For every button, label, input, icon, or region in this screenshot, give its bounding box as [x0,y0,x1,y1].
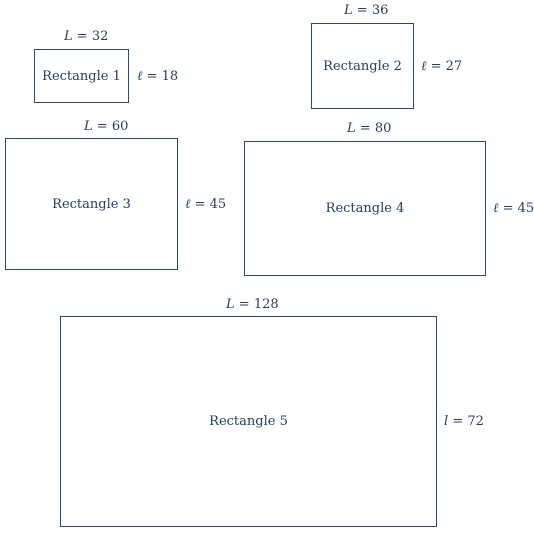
equals-sign: = [452,414,464,429]
length-value: 60 [111,119,129,134]
length-variable: L [347,121,356,136]
rectangle-3-width-label: ℓ = 45 [185,198,226,211]
length-value: 36 [371,3,389,18]
width-value: 45 [517,201,534,216]
equals-sign: = [146,69,158,84]
rectangle-2-width-label: ℓ = 27 [421,60,462,73]
rectangle-4-length-label: L = 80 [347,122,391,135]
rectangle-5-name: Rectangle 5 [209,414,288,429]
rectangle-1-name: Rectangle 1 [42,68,121,84]
equals-sign: = [356,3,368,18]
equals-sign: = [238,297,250,312]
equals-sign: = [502,201,514,216]
rectangle-2-length-label: L = 36 [344,4,388,17]
rectangle-5-width-label: l = 72 [444,415,484,428]
width-value: 45 [209,197,227,212]
length-variable: L [84,119,93,134]
rectangle-4-width-label: ℓ = 45 [493,202,534,215]
rectangle-4-name: Rectangle 4 [325,201,405,216]
rectangle-3: Rectangle 3 [5,138,178,270]
rectangle-2-name: Rectangle 2 [323,58,402,74]
rectangle-5-length-label: L = 128 [226,298,279,311]
rectangle-3-length-label: L = 60 [84,120,128,133]
rectangle-3-name: Rectangle 3 [52,196,131,212]
length-value: 80 [374,121,392,136]
width-variable: ℓ [421,59,427,74]
equals-sign: = [359,121,371,136]
equals-sign: = [430,59,442,74]
length-variable: L [64,29,73,44]
width-value: 18 [161,69,179,84]
equals-sign: = [96,119,108,134]
equals-sign: = [76,29,88,44]
width-variable: ℓ [137,69,143,84]
width-value: 27 [445,59,463,74]
width-variable: l [444,414,449,429]
length-value: 128 [253,297,279,312]
rectangle-2: Rectangle 2 [311,23,414,109]
length-variable: L [226,297,235,312]
rectangle-1: Rectangle 1 [34,49,129,103]
width-variable: ℓ [185,197,191,212]
width-value: 72 [467,414,484,429]
length-variable: L [344,3,353,18]
width-variable: ℓ [493,201,499,216]
rectangle-5: Rectangle 5 [60,316,437,527]
length-value: 32 [91,29,109,44]
rectangle-4: Rectangle 4 [244,141,486,276]
rectangle-1-width-label: ℓ = 18 [137,70,178,83]
rectangle-1-length-label: L = 32 [64,30,108,43]
equals-sign: = [194,197,206,212]
